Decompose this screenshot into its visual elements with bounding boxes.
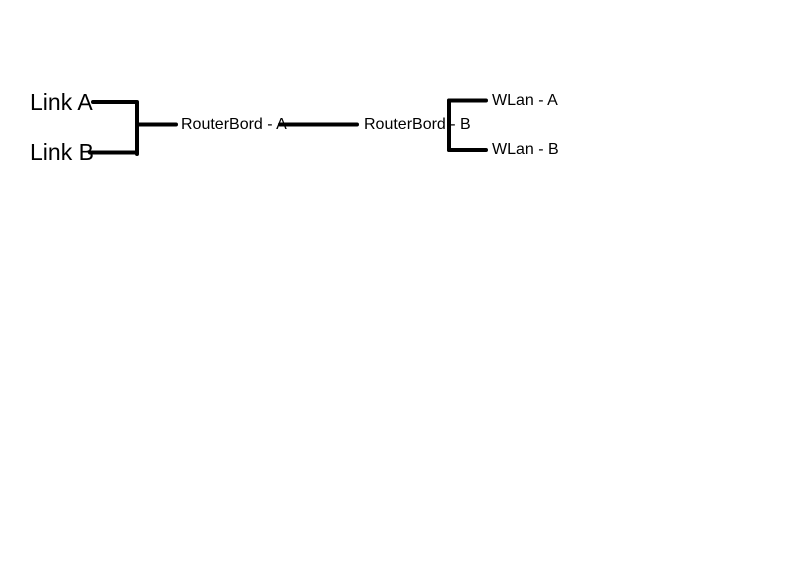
label-link-a: Link A [30,89,93,115]
label-router-a: RouterBord - A [181,116,287,133]
label-wlan-a: WLan - A [492,92,558,109]
label-wlan-b: WLan - B [492,141,559,158]
label-router-b: RouterBord - B [364,116,471,133]
label-link-b: Link B [30,139,94,165]
